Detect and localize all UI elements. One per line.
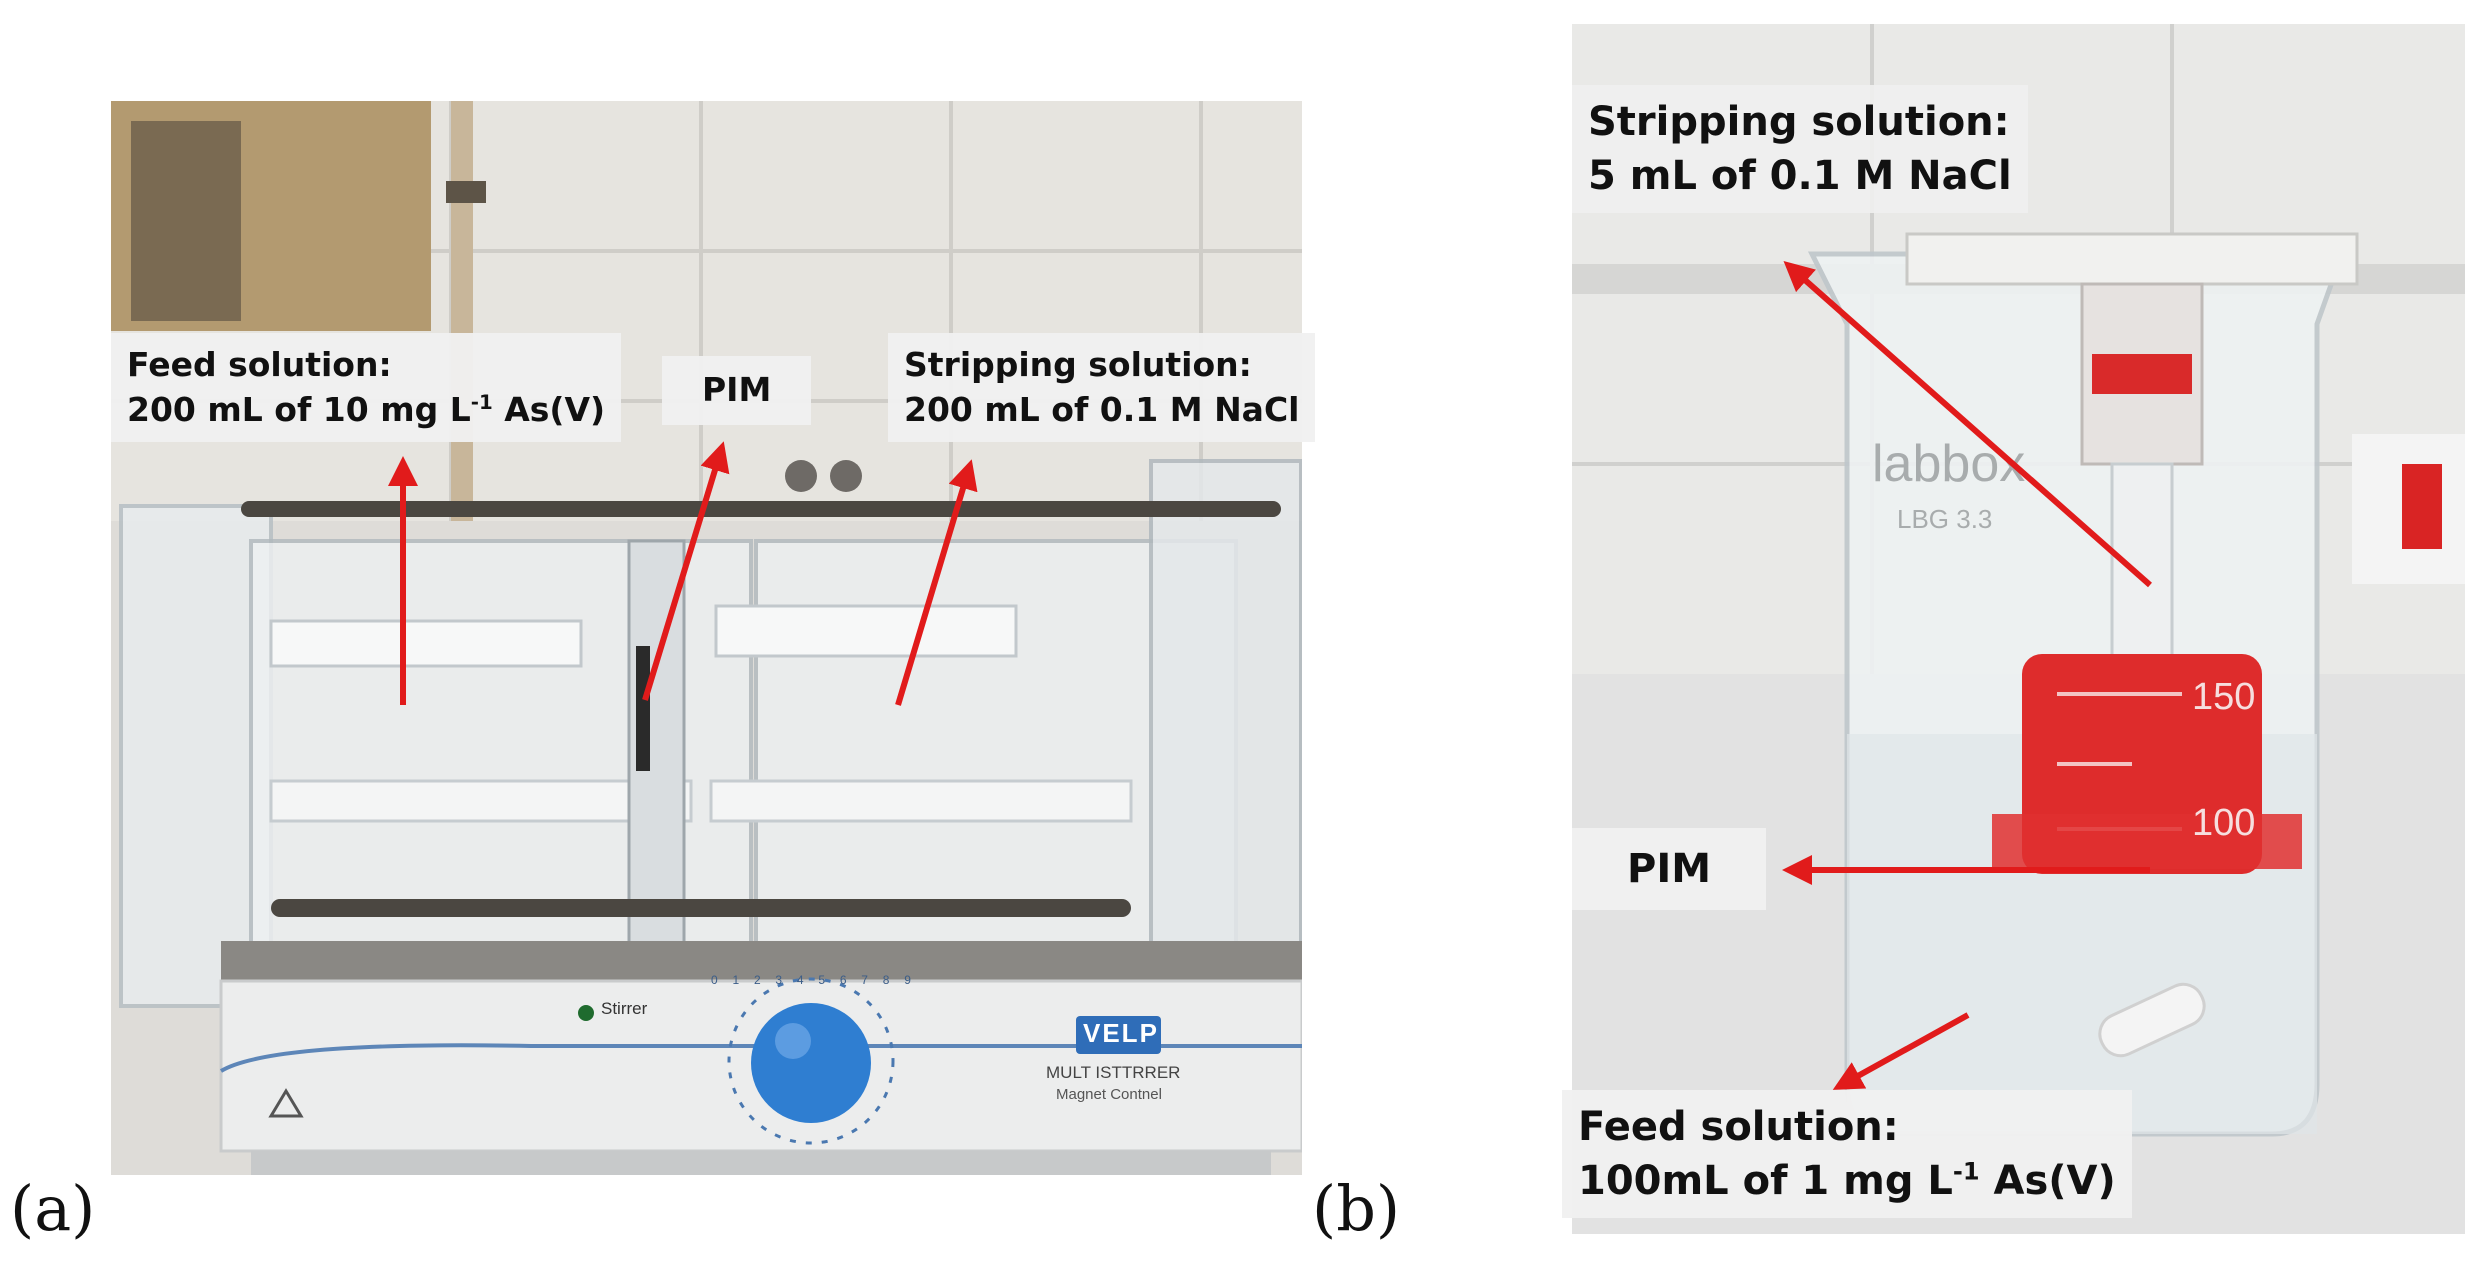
knob-tick: 4 [796,973,804,987]
knob-tick: 8 [882,973,890,987]
knob-tick: 1 [732,973,740,987]
stripping-solution-label-b: Stripping solution: 5 mL of 0.1 M NaCl [1572,85,2028,213]
membrane [636,646,650,771]
graduation-150: 150 [2192,676,2256,718]
stirrer-label: Stirrer [601,999,648,1018]
panel-letter-a: (a) [10,1172,96,1245]
panel-letter-b: (b) [1312,1172,1401,1245]
feed-solution-amount: 200 mL of 10 mg L-1 As(V) [127,389,606,429]
knob-tick: 7 [861,973,868,987]
knob-tick: 9 [904,973,911,987]
stripping-solution-title: Stripping solution: [1588,99,2010,145]
red-cap [2092,354,2192,394]
velp-logo-icon [1076,1016,1161,1054]
stirrer-stripe [219,1043,1302,1073]
pim-label-b: PIM [1572,828,1767,910]
beaker-glass-type: LBG 3.3 [1897,504,1993,534]
knob-tick: 5 [818,973,826,987]
rod-top [241,501,1281,517]
stirrer-led [578,1005,594,1021]
lid [1905,232,2359,286]
feed-solution-title: Feed solution: [127,345,392,384]
speed-knob [751,1003,871,1123]
stir-bar [2098,982,2206,1058]
stirrer-foot [251,1151,1271,1175]
panel-a-photo: Stirrer VELP MULT ISTTRRER Magnet Contne… [111,101,1302,1175]
graduation-100: 100 [2192,802,2256,844]
velp-brand: VELP [1083,1018,1159,1048]
warning-icon [268,1088,304,1118]
outlet-knob-left [785,460,817,492]
knob-tick: 2 [753,973,761,987]
feed-solution-label-a: Feed solution: 200 mL of 10 mg L-1 As(V) [111,333,622,443]
knob-tick: 0 [711,973,718,987]
beaker-brand: labbox [1872,435,2026,493]
stripping-solution-title: Stripping solution: [904,345,1252,384]
knob-scale: 0 1 2 3 4 5 6 7 8 9 [711,973,911,987]
device-model-line2: Magnet Contnel [1056,1086,1162,1103]
stripping-solution-amount: 200 mL of 0.1 M NaCl [904,389,1300,429]
panel-a-scene [111,101,1302,1175]
knob-tick: 3 [775,973,783,987]
stirrer-top [221,941,1302,981]
knob-tick: 6 [839,973,847,987]
pim-label-a: PIM [662,356,812,425]
knob-scale-ring [727,977,895,1145]
feed-solution-title: Feed solution: [1578,1104,1899,1150]
cabinet-window [131,121,241,321]
acrylic-cell [119,459,1302,1008]
rod-bottom [271,899,1131,917]
feed-solution-amount: 100mL of 1 mg L-1 As(V) [1578,1157,2116,1204]
red-outlet [2402,464,2442,549]
pipe [451,101,473,521]
feed-solution-label-b: Feed solution: 100mL of 1 mg L-1 As(V) [1562,1090,2132,1218]
pipe-clamp [446,181,486,203]
outlet-knob-right [830,460,862,492]
vial [2110,462,2174,666]
stripping-solution-amount: 5 mL of 0.1 M NaCl [1588,153,2012,199]
stripping-solution-label-a: Stripping solution: 200 mL of 0.1 M NaCl [888,333,1316,443]
device-model-line1: MULT ISTTRRER [1046,1063,1181,1082]
